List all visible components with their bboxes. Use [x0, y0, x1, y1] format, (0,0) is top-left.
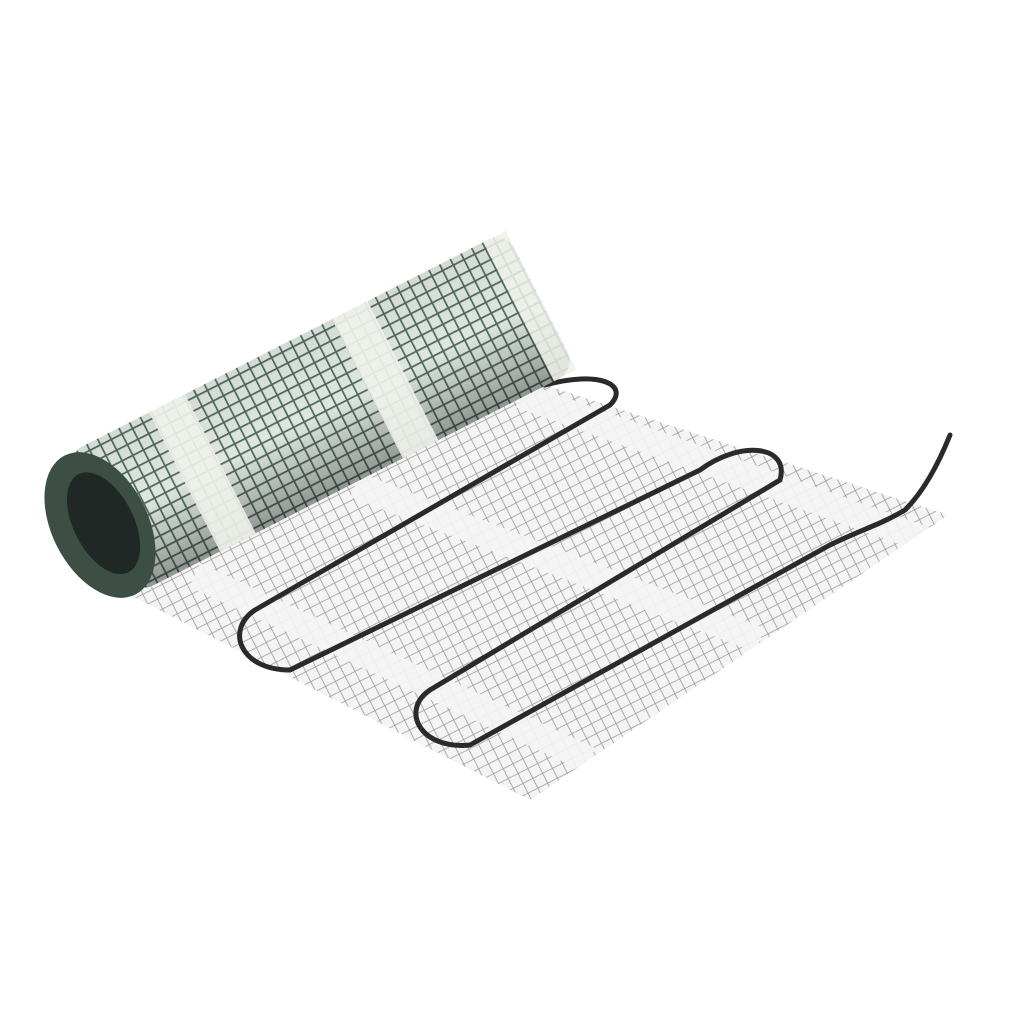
roll-tape [483, 230, 577, 382]
heating-cable [237, 376, 953, 748]
flat-mesh [130, 376, 953, 800]
roll-tape [149, 394, 256, 552]
roll-tape [331, 301, 439, 459]
tape-strip [515, 385, 945, 558]
mesh-roll [44, 230, 577, 598]
roll-core [66, 472, 141, 575]
